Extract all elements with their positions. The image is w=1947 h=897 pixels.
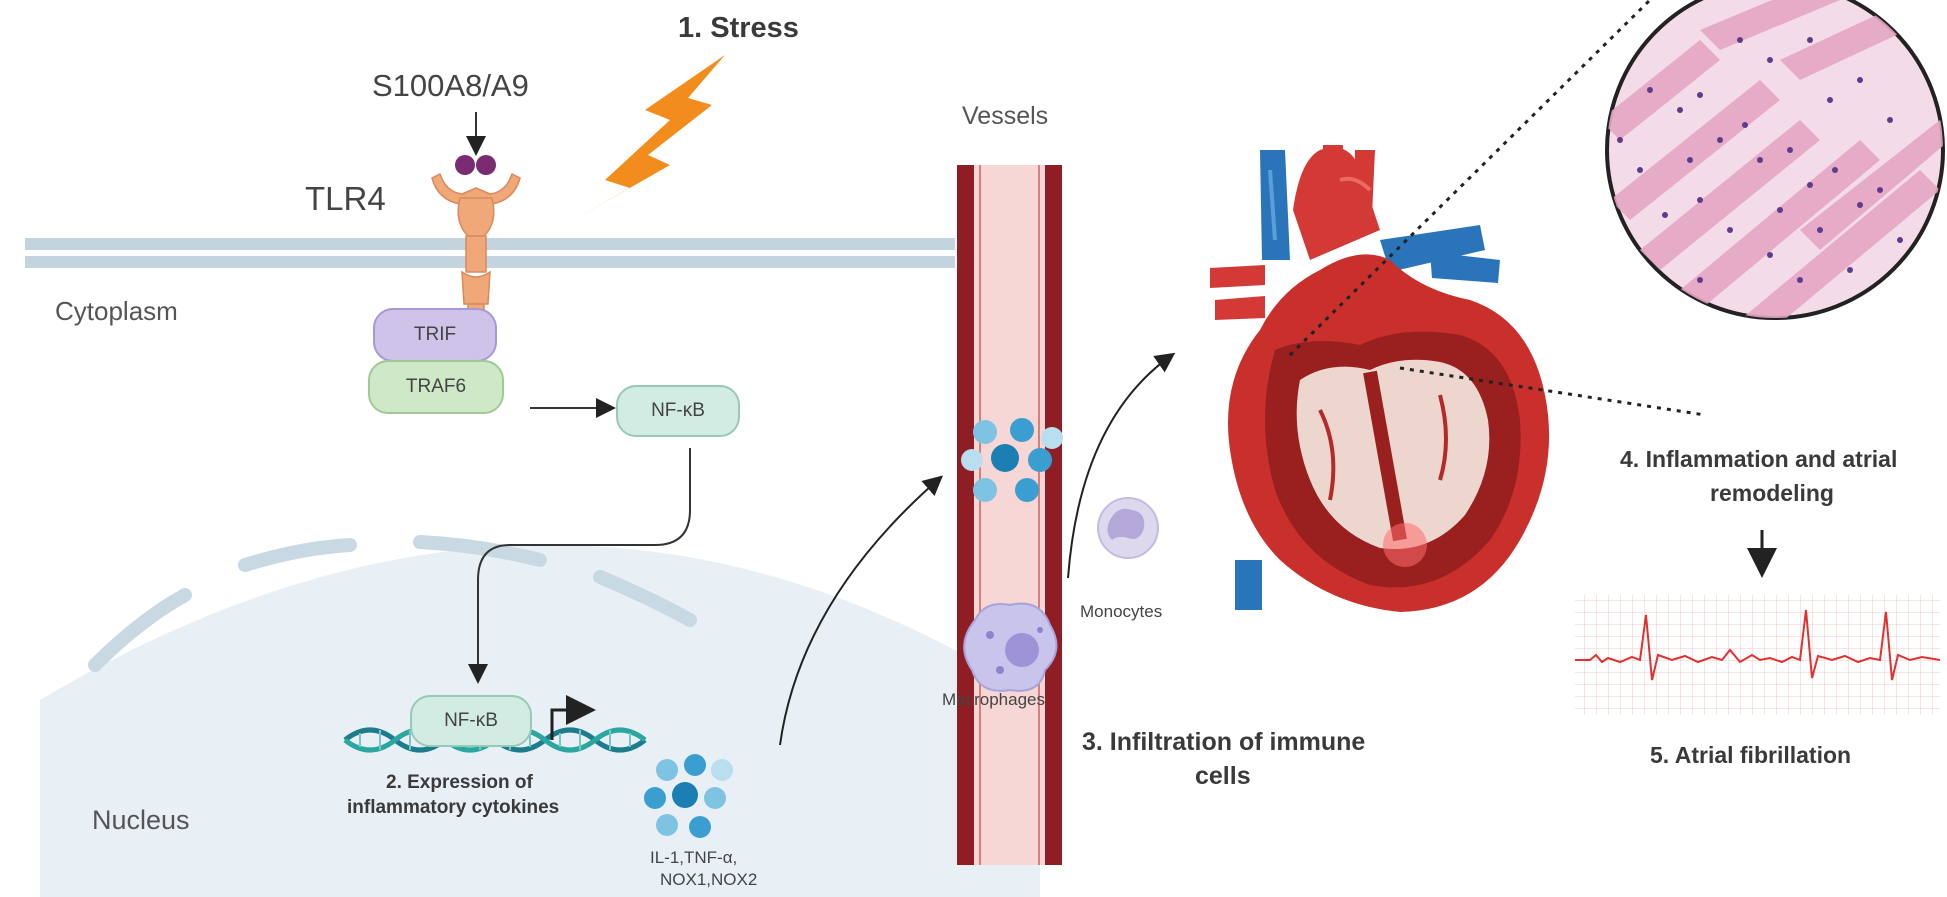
nucleus-label: Nucleus <box>92 805 190 835</box>
step2-label-line1: 2. Expression of <box>386 772 533 793</box>
step4-label-line1: 4. Inflammation and atrial <box>1620 446 1898 472</box>
ligand-label: S100A8/A9 <box>372 68 529 103</box>
vessel-cytokine-cluster <box>961 418 1063 502</box>
ligand-dot <box>476 155 496 175</box>
step5-label: 5. Atrial fibrillation <box>1650 742 1852 768</box>
nfkb-nucleus: NF-κB <box>410 695 532 747</box>
cytokines-label-line2: NOX1,NOX2 <box>660 870 758 889</box>
monocyte-icon <box>1097 497 1159 559</box>
step1-stress-label: 1. Stress <box>678 12 799 44</box>
zoom-guide-lines <box>1288 0 1706 417</box>
blood-vessel <box>957 165 1062 865</box>
vessel-to-heart-arrow <box>1067 352 1176 579</box>
cell-membrane <box>25 238 955 268</box>
nuclear-envelope <box>88 535 697 672</box>
nfkb-cytoplasm: NF-κB <box>616 385 740 437</box>
traf6-adaptor: TRAF6 <box>368 360 504 414</box>
ecg-trace <box>1575 595 1941 715</box>
lightning-bolt-icon <box>570 55 725 222</box>
ligand-dot <box>455 155 475 175</box>
transcription-start-arrow <box>550 695 596 740</box>
monocytes-label: Monocytes <box>1080 602 1163 621</box>
receptor-label: TLR4 <box>305 180 386 217</box>
cytokines-to-vessel-arrow <box>779 475 944 746</box>
vessels-label: Vessels <box>962 102 1049 130</box>
step3-label-line1: 3. Infiltration of immune <box>1082 728 1366 756</box>
step4-label-line2: remodeling <box>1710 480 1834 506</box>
macrophages-label: Macrophages <box>942 690 1046 709</box>
nfkb-translocation-arrow <box>468 448 691 684</box>
heart-illustration <box>1210 145 1550 612</box>
step3-label-line2: cells <box>1195 762 1251 790</box>
macrophage-icon <box>963 602 1058 692</box>
cytokines-label-line1: IL-1,TNF-α, <box>650 848 738 867</box>
cytokine-cluster <box>644 754 733 838</box>
cytoplasm-label: Cytoplasm <box>55 296 178 326</box>
histology-magnified-view <box>1605 0 1945 320</box>
nucleus-body <box>40 545 1040 897</box>
step2-label-line2: inflammatory cytokines <box>347 797 560 818</box>
trif-adaptor: TRIF <box>373 308 497 362</box>
